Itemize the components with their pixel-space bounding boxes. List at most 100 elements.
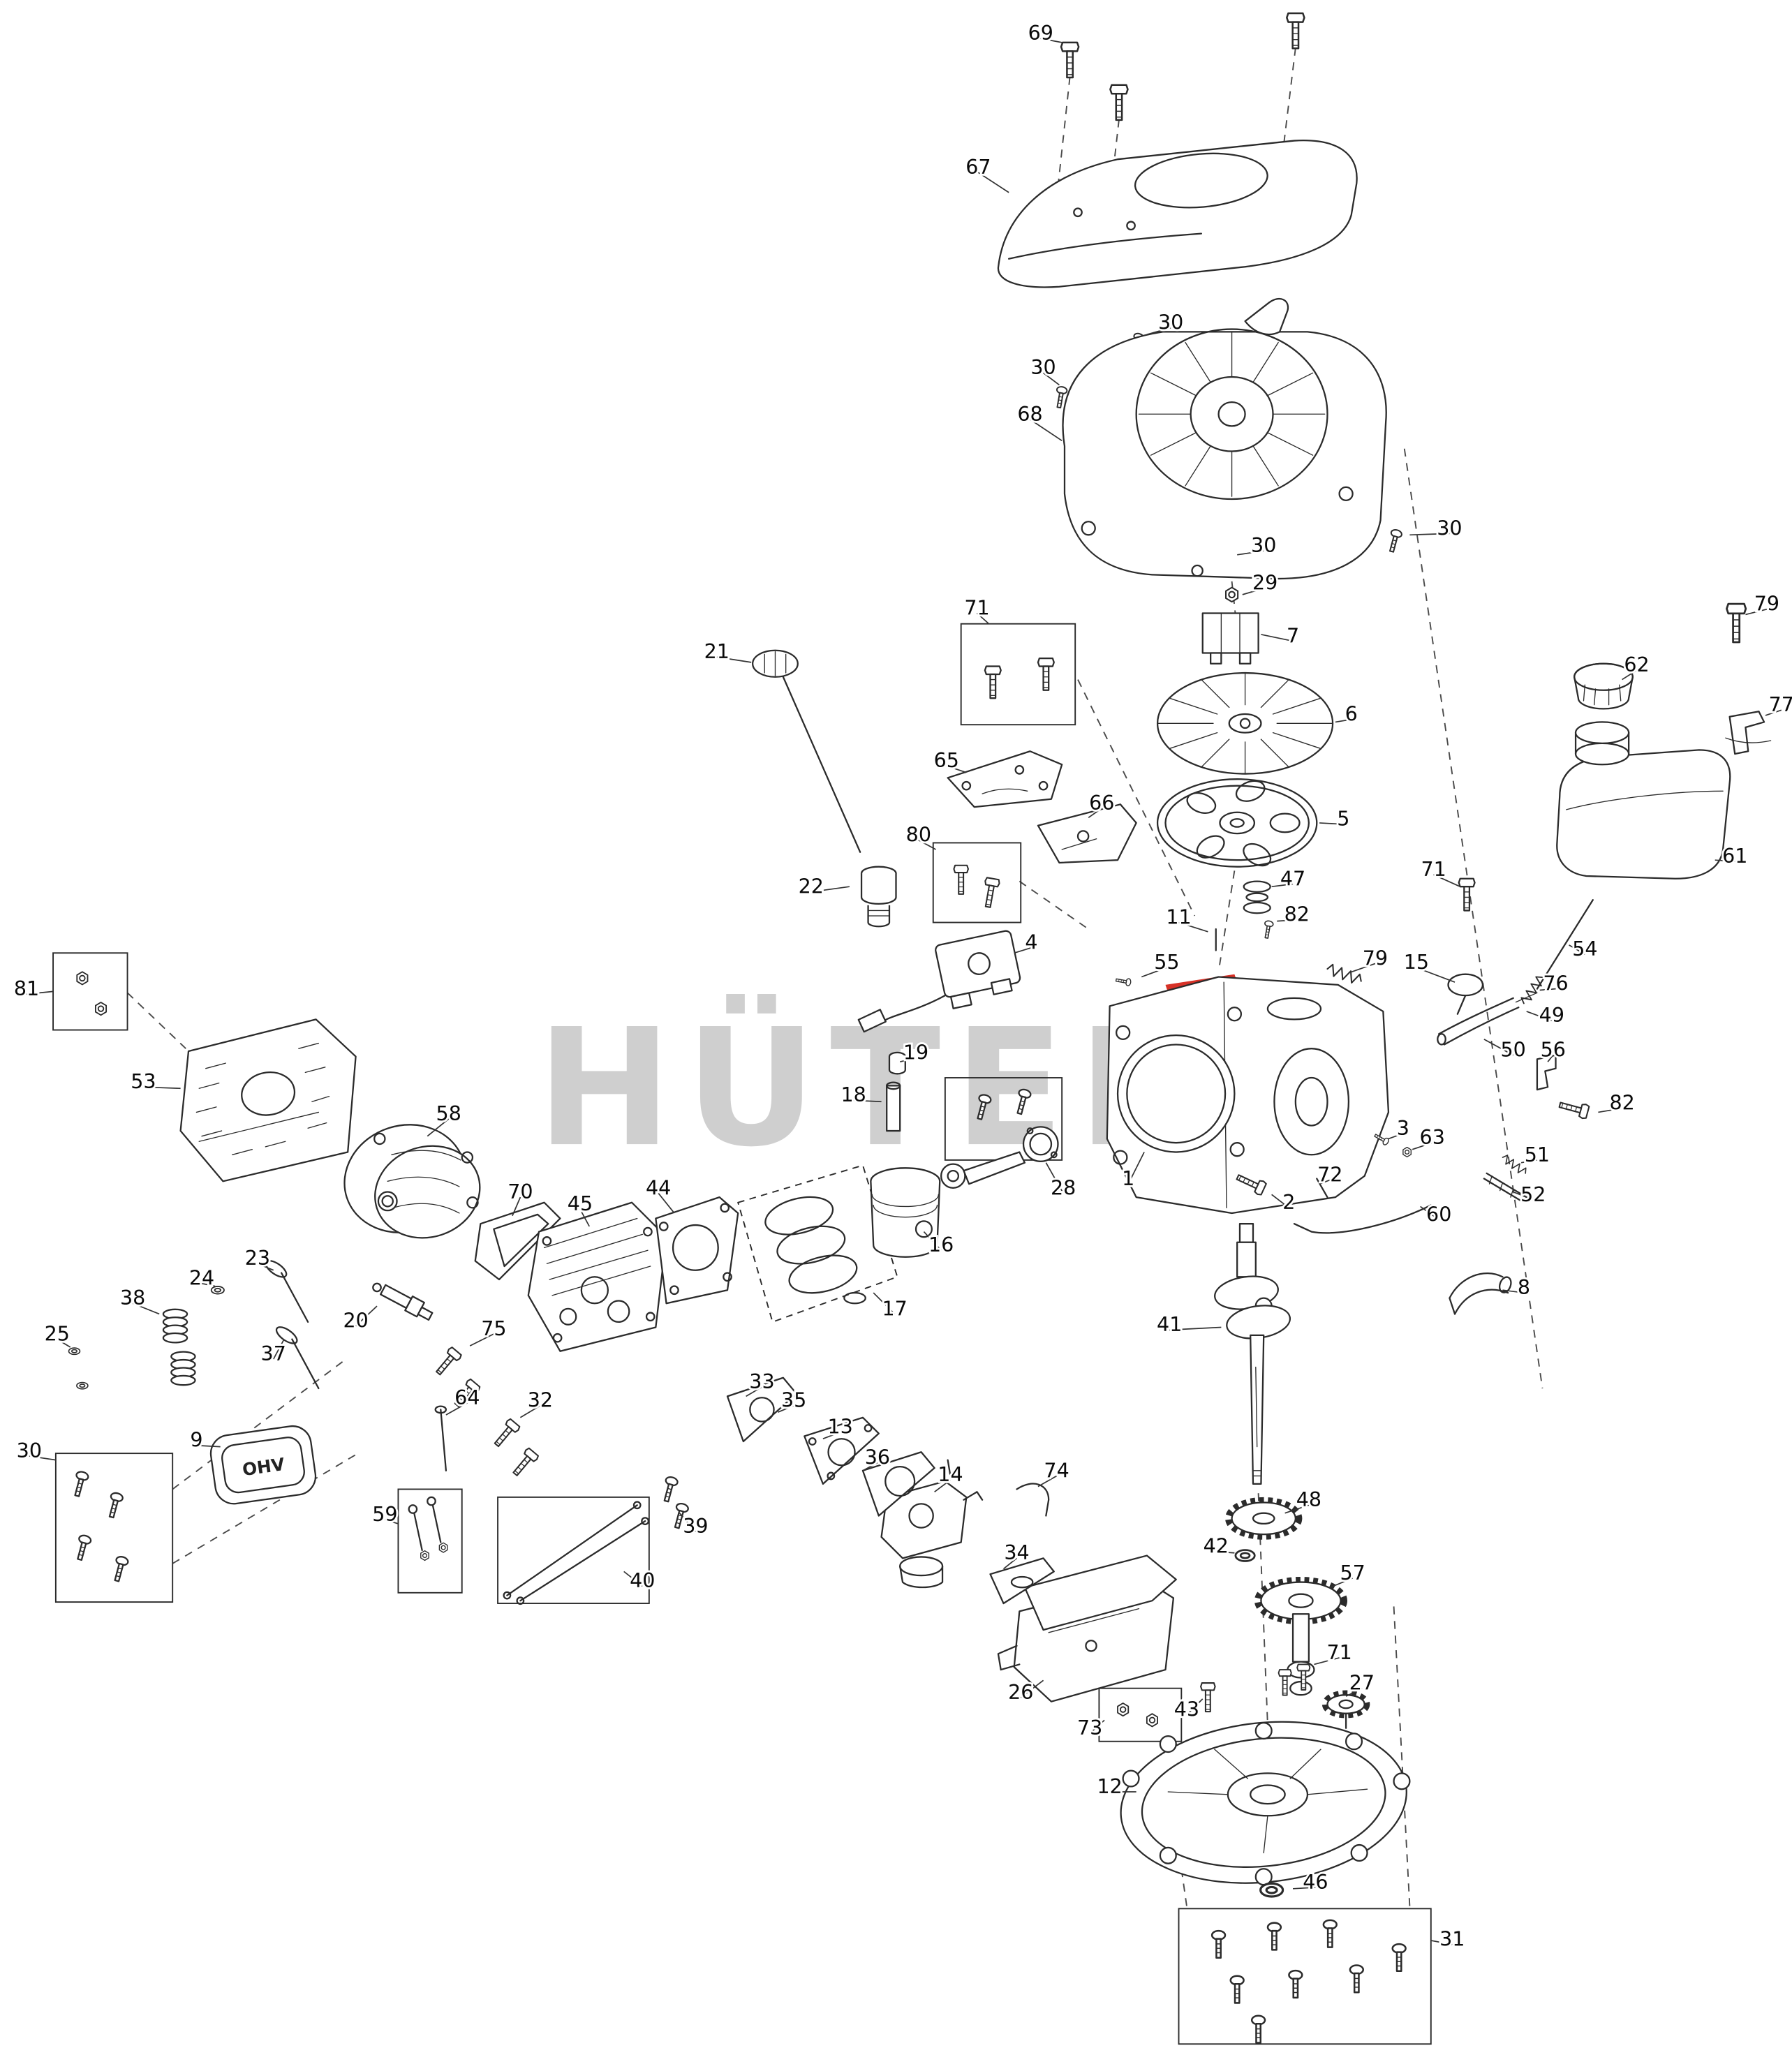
part-label-79: 79 [1754, 593, 1779, 616]
part-label-82: 82 [1609, 1092, 1634, 1115]
part-label-5: 5 [1337, 808, 1349, 831]
part-label-71: 71 [1326, 1641, 1352, 1664]
part-label-31: 31 [1439, 1928, 1465, 1951]
leader-line-50 [1483, 1039, 1514, 1056]
leader-line-15 [1416, 967, 1456, 983]
part-label-40: 40 [630, 1569, 655, 1592]
piston-rings-drawing [737, 1164, 898, 1323]
leader-line-32 [519, 1404, 541, 1418]
leader-line-79 [1745, 608, 1768, 616]
part-label-74: 74 [1044, 1459, 1069, 1482]
part-label-45: 45 [568, 1192, 593, 1215]
recoil-housing-drawing [1062, 297, 1387, 580]
part-label-37: 37 [261, 1342, 286, 1365]
leader-line-20 [355, 1305, 378, 1327]
part-label-23: 23 [245, 1247, 270, 1270]
leader-line-54 [1569, 944, 1585, 955]
part-label-33: 33 [749, 1370, 774, 1393]
leader-line-75 [469, 1333, 494, 1346]
part-label-77: 77 [1769, 693, 1792, 716]
part-label-73: 73 [1077, 1716, 1102, 1739]
leader-line-46 [1292, 1887, 1316, 1890]
leader-line-17 [873, 1292, 896, 1315]
leader-line-18 [853, 1099, 882, 1103]
muffler-drawing [343, 1124, 481, 1239]
timing-plate-drawing [947, 750, 1137, 864]
part-label-38: 38 [120, 1286, 145, 1309]
part-label-79: 79 [1363, 947, 1388, 970]
leader-line-79 [1348, 963, 1376, 974]
cylinder-head-drawing [527, 1201, 667, 1352]
part-label-75: 75 [481, 1317, 506, 1340]
part-label-19: 19 [903, 1041, 928, 1064]
part-label-34: 34 [1004, 1541, 1029, 1564]
head-gasket-drawing [655, 1196, 739, 1305]
cylinder-block-drawing [1106, 976, 1390, 1215]
part-label-39: 39 [683, 1515, 708, 1538]
leader-line-19 [899, 1057, 917, 1063]
part-label-70: 70 [508, 1180, 533, 1203]
part-label-28: 28 [1051, 1176, 1076, 1199]
leader-line-82 [1277, 919, 1297, 922]
part-label-44: 44 [646, 1176, 671, 1199]
leader-line-60 [1420, 1205, 1439, 1221]
part-label-63: 63 [1420, 1126, 1445, 1149]
starter-cup-drawing [1201, 586, 1259, 665]
leader-line-43 [1186, 1698, 1204, 1716]
part-label-82: 82 [1284, 903, 1310, 926]
part-label-46: 46 [1303, 1871, 1328, 1894]
part-label-81: 81 [14, 977, 39, 1000]
part-label-76: 76 [1543, 972, 1568, 995]
leader-line-11 [1178, 921, 1208, 933]
part-label-36: 36 [865, 1446, 890, 1469]
leader-line-26 [1020, 1679, 1044, 1698]
part-label-6: 6 [1345, 703, 1358, 726]
part-label-49: 49 [1539, 1004, 1564, 1027]
part-label-66: 66 [1089, 792, 1114, 815]
valvetrain-drawing [68, 1260, 540, 1480]
leader-line-47 [1271, 883, 1294, 888]
leader-line-27 [1345, 1687, 1363, 1697]
rocker-pushrod-drawing [397, 1475, 690, 1605]
leader-line-59 [385, 1519, 399, 1524]
heat-shield-drawing [179, 1018, 357, 1182]
valve-cover-drawing: OHV [209, 1425, 317, 1505]
governor-small-parts [1115, 880, 1275, 987]
part-label-65: 65 [934, 749, 959, 772]
leader-line-6 [1335, 718, 1352, 723]
leader-line-77 [1765, 709, 1782, 716]
part-label-4: 4 [1025, 931, 1037, 954]
part-label-61: 61 [1722, 845, 1747, 868]
leader-line-30 [1043, 372, 1060, 386]
dashed-guides [126, 47, 1543, 1906]
part-label-17: 17 [882, 1297, 907, 1320]
flywheel-fan-drawing [1156, 671, 1334, 775]
leader-line-4 [1014, 947, 1032, 954]
leader-line-36 [862, 1462, 878, 1471]
oil-sensor-drawing [860, 866, 897, 928]
leader-line-56 [1547, 1055, 1554, 1062]
part-label-71: 71 [1421, 858, 1446, 881]
leader-line-31 [1430, 1940, 1453, 1945]
part-label-16: 16 [928, 1233, 954, 1256]
leader-line-24 [201, 1282, 216, 1287]
part-label-51: 51 [1525, 1143, 1550, 1166]
part-label-69: 69 [1028, 22, 1053, 45]
leader-line-21 [716, 656, 752, 663]
part-label-80: 80 [906, 824, 931, 847]
leader-line-5 [1319, 822, 1344, 825]
leader-line-13 [822, 1431, 841, 1440]
leader-line-1 [1127, 1152, 1145, 1185]
leader-line-42 [1215, 1550, 1235, 1554]
leader-line-61 [1715, 859, 1735, 862]
leader-line-58 [427, 1118, 450, 1137]
part-label-22: 22 [799, 875, 824, 898]
top-cover-drawing [997, 140, 1358, 288]
part-label-26: 26 [1008, 1681, 1033, 1704]
part-label-47: 47 [1280, 867, 1305, 890]
leader-line-34 [1002, 1557, 1018, 1570]
part-label-71: 71 [964, 596, 989, 619]
